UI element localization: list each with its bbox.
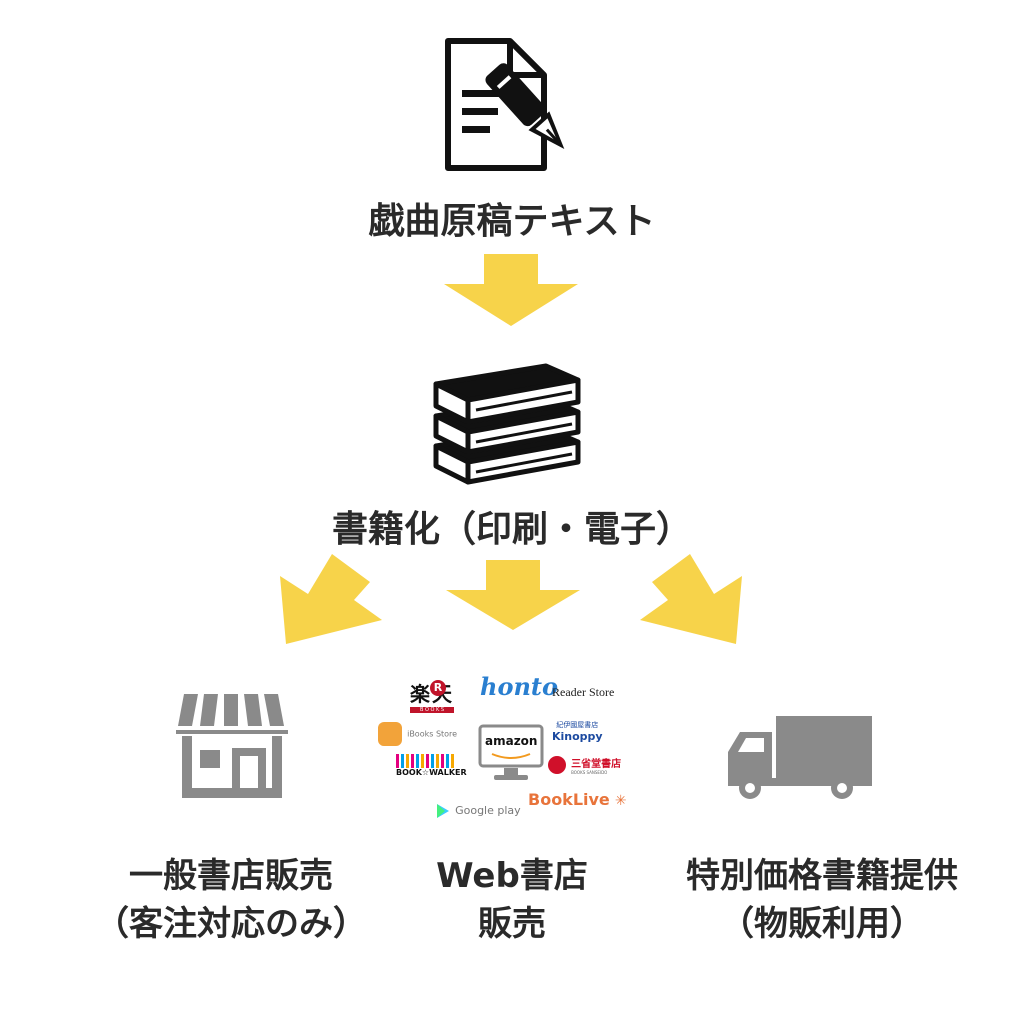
ibooks-logo: iBooks Store	[378, 722, 457, 746]
output-label-special: 特別価格書籍提供 （物販利用）	[686, 856, 958, 944]
down-left-arrow-icon	[280, 554, 382, 644]
reader-store-logo: Reader Store	[552, 685, 615, 699]
bookwalker-logo: BOOK☆WALKER	[396, 754, 467, 777]
booklive-logo: BookLive ✳	[528, 790, 627, 809]
step2-label: 書籍化（印刷・電子）	[331, 509, 692, 550]
truck-icon	[728, 716, 872, 799]
kinokuniya-logo: 紀伊國屋書店 Kinoppy	[552, 721, 603, 743]
sanseido-mark	[548, 755, 566, 774]
ibooks-icon	[378, 722, 402, 746]
output-label-bookstore: 一般書店販売 （客注対応のみ）	[95, 856, 367, 944]
step1-label: 戯曲原稿テキスト	[368, 201, 656, 242]
down-arrow-icon	[446, 560, 580, 630]
rakuten-logo: 楽天 R B O O K S	[410, 678, 454, 713]
document-pen-icon	[445, 38, 565, 171]
amazon-logo: amazon	[485, 734, 538, 748]
down-right-arrow-icon	[640, 554, 742, 644]
output-label-web: Web書店 販売	[436, 856, 588, 944]
honto-logo: honto	[480, 672, 558, 701]
google-play-logo: Google play	[436, 800, 521, 819]
rakuten-r-mark: R	[430, 680, 446, 696]
sparkle-icon: ✳	[614, 793, 627, 809]
store-icon	[176, 694, 288, 798]
monitor-icon	[478, 724, 544, 780]
book-stack-icon	[433, 363, 581, 485]
bookwalker-stripes	[396, 754, 456, 768]
google-play-icon	[437, 803, 449, 818]
sanseido-logo: 三省堂書店 BOOKS SANSEIDO	[548, 754, 621, 775]
down-arrow-icon	[444, 254, 578, 326]
